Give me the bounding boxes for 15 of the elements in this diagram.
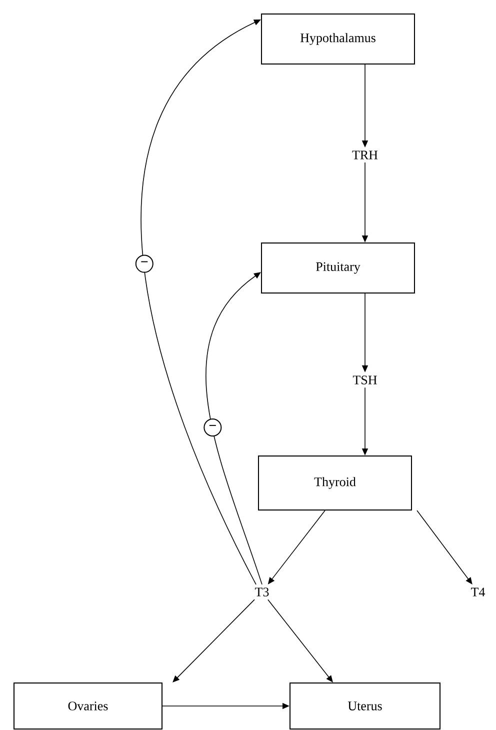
arrow (268, 599, 333, 682)
process-box: Uterus (290, 682, 440, 730)
edge-label: − (135, 254, 154, 273)
process-box: Thyroid (258, 456, 412, 510)
edge-label: − (204, 418, 222, 436)
arrow (172, 599, 255, 682)
process-box: Ovaries (14, 682, 162, 730)
node-label: T3 (255, 588, 269, 596)
node-label: TSH (352, 376, 377, 384)
process-box: Pituitary (261, 242, 415, 294)
process-box: Hypothalamus (261, 14, 415, 64)
arrow (416, 510, 472, 584)
node-label: TRH (352, 150, 378, 160)
arrow (206, 272, 262, 585)
node-label: T4 (471, 588, 486, 596)
